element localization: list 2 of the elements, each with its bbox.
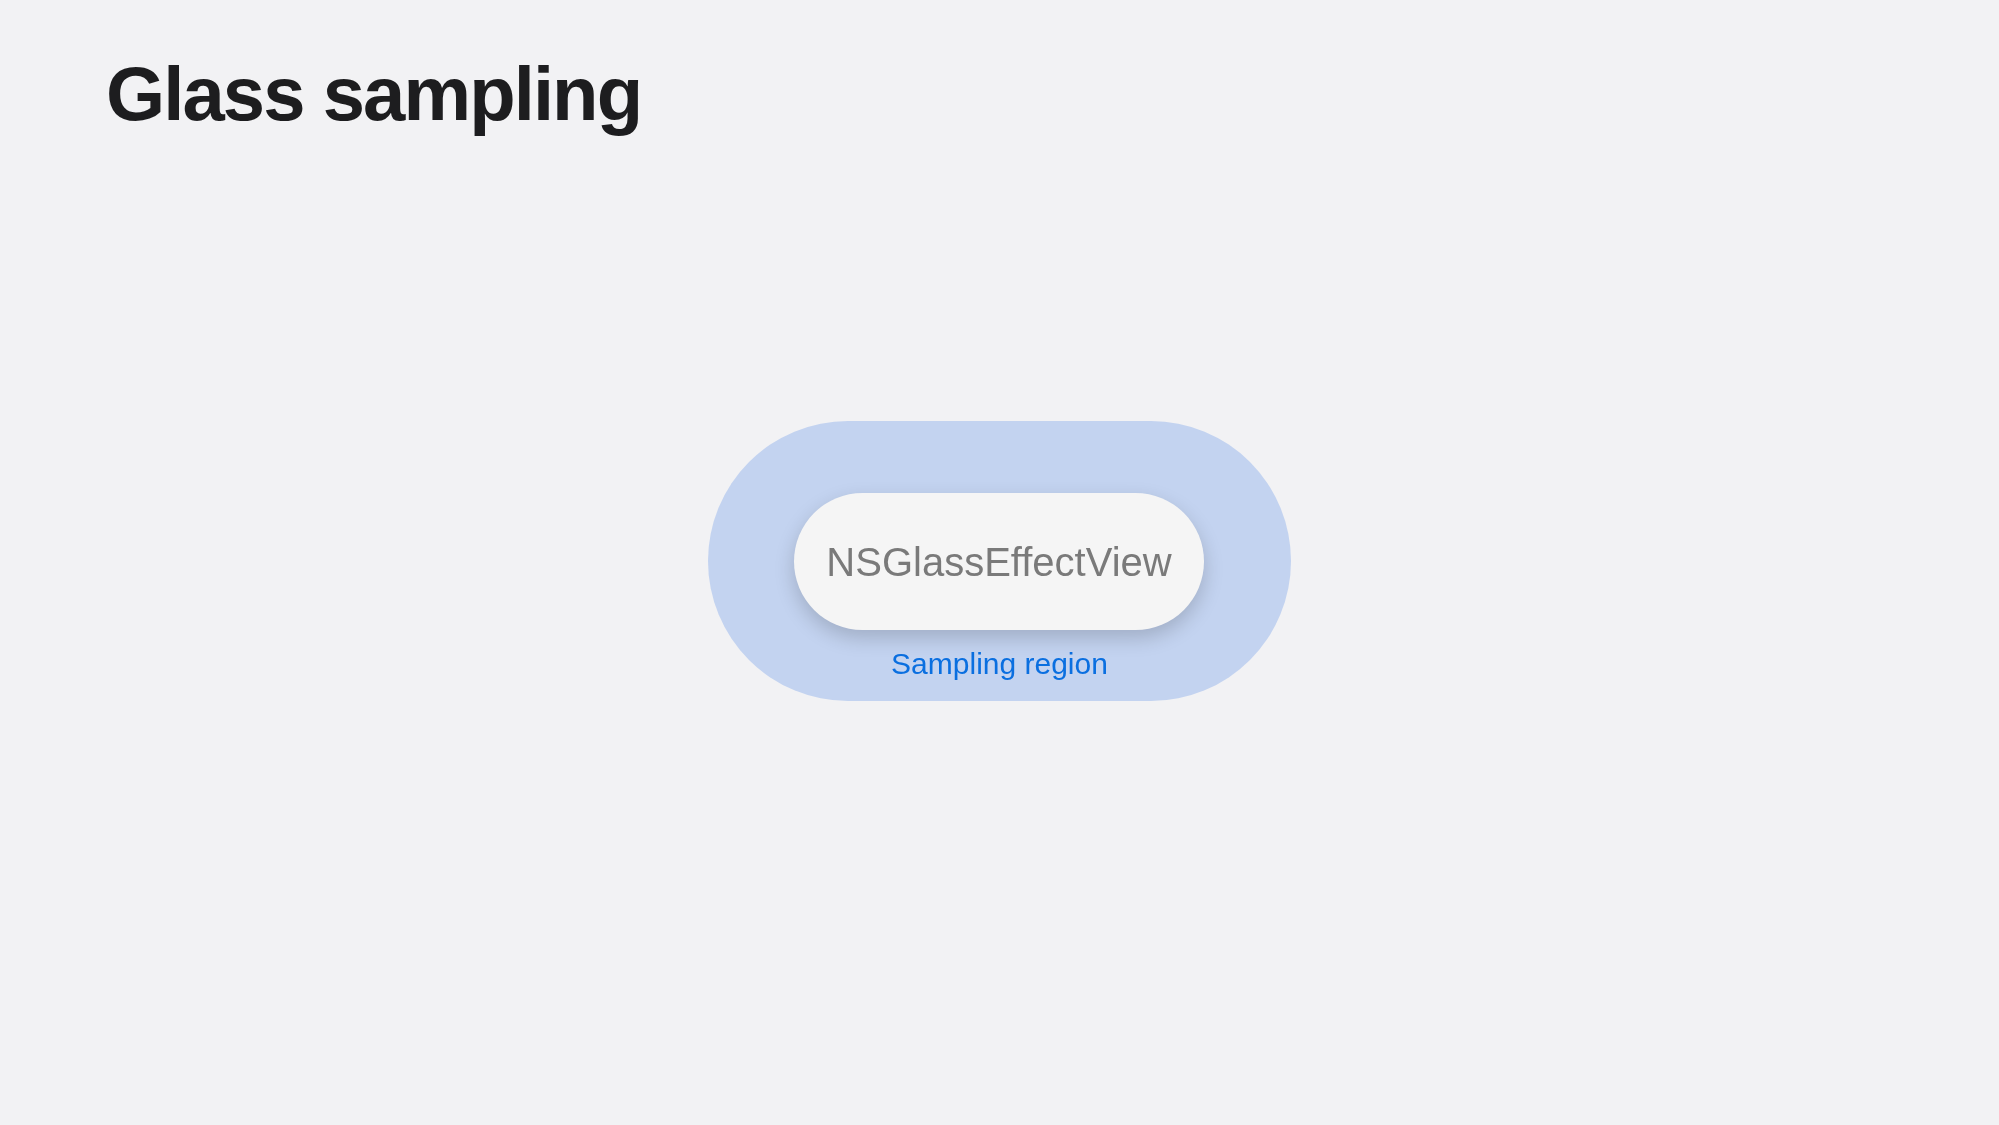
node-label: Sampling region [890, 649, 1109, 679]
node-label: NSGlassEffectView [826, 541, 1172, 582]
